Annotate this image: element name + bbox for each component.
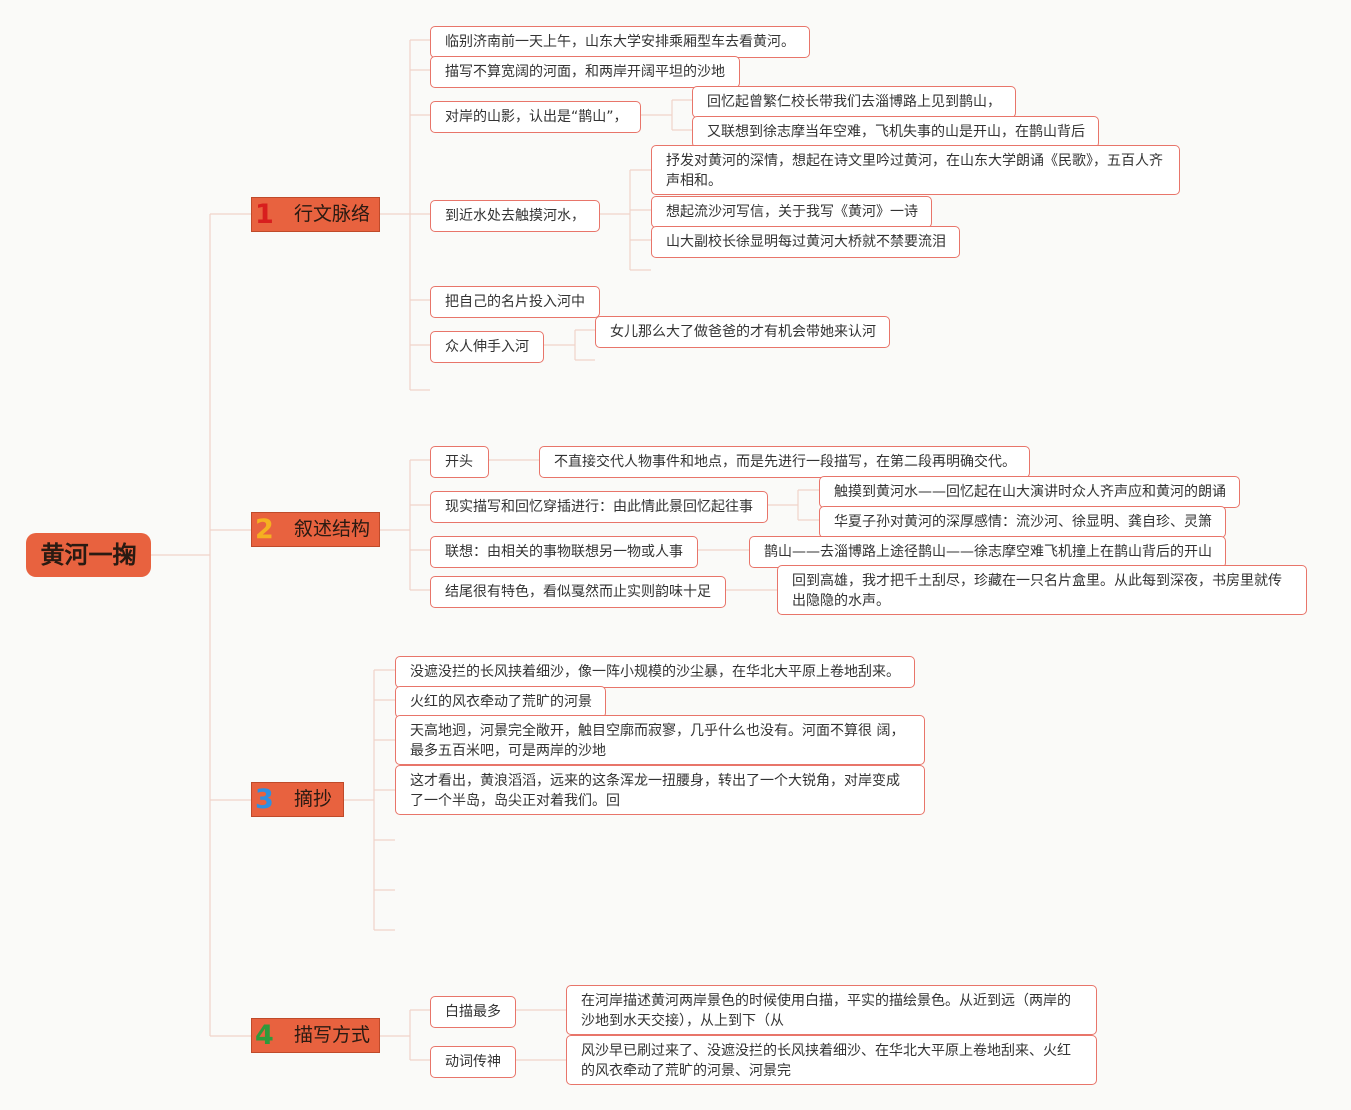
b1-node-4a[interactable]: 抒发对黄河的深情，想起在诗文里吟过黄河，在山东大学朗诵《民歌》，五百人齐声相和。 — [651, 145, 1180, 195]
branch-node-4[interactable]: 4 描写方式 — [251, 1018, 380, 1053]
b4-node-2a[interactable]: 风沙早已刷过来了、没遮没拦的长风挟着细沙、在华北大平原上卷地刮来、火红的风衣牵动… — [566, 1035, 1097, 1085]
b2-node-4[interactable]: 结尾很有特色，看似戛然而止实则韵味十足 — [430, 576, 726, 608]
b3-node-1[interactable]: 没遮没拦的长风挟着细沙，像一阵小规模的沙尘暴，在华北大平原上卷地刮来。 — [395, 656, 915, 688]
b2-node-3[interactable]: 联想：由相关的事物联想另一物或人事 — [430, 536, 698, 568]
b1-node-3b[interactable]: 又联想到徐志摩当年空难，飞机失事的山是开山，在鹊山背后 — [692, 116, 1099, 148]
b1-node-6[interactable]: 众人伸手入河 — [430, 331, 544, 363]
b2-node-2[interactable]: 现实描写和回忆穿插进行：由此情此景回忆起往事 — [430, 491, 768, 523]
branch-label-1: 行文脉络 — [294, 203, 371, 225]
branch-label-4: 描写方式 — [294, 1024, 371, 1046]
branch-node-2[interactable]: 2 叙述结构 — [251, 512, 380, 547]
b1-node-2[interactable]: 描写不算宽阔的河面，和两岸开阔平坦的沙地 — [430, 56, 740, 88]
b1-node-6a[interactable]: 女儿那么大了做爸爸的才有机会带她来认河 — [595, 316, 890, 348]
b2-node-2a[interactable]: 触摸到黄河水——回忆起在山大演讲时众人齐声应和黄河的朗诵 — [819, 476, 1240, 508]
b3-node-3[interactable]: 天高地迥，河景完全敞开，触目空廓而寂寥，几乎什么也没有。河面不算很 阔，最多五百… — [395, 715, 925, 765]
branch-node-1[interactable]: 1 行文脉络 — [251, 197, 380, 232]
branch-number-3: 3 — [255, 784, 274, 815]
b4-node-1[interactable]: 白描最多 — [430, 996, 516, 1028]
branch-number-2: 2 — [255, 514, 274, 545]
branch-number-1: 1 — [255, 199, 274, 230]
branch-label-2: 叙述结构 — [294, 518, 371, 540]
b1-node-1[interactable]: 临别济南前一天上午，山东大学安排乘厢型车去看黄河。 — [430, 26, 810, 58]
b2-node-2b[interactable]: 华夏子孙对黄河的深厚感情：流沙河、徐显明、龚自珍、灵箫 — [819, 506, 1226, 538]
b2-node-1a[interactable]: 不直接交代人物事件和地点，而是先进行一段描写，在第二段再明确交代。 — [539, 446, 1030, 478]
b1-node-3a[interactable]: 回忆起曾繁仁校长带我们去淄博路上见到鹊山， — [692, 86, 1016, 118]
b2-node-1[interactable]: 开头 — [430, 446, 489, 478]
b4-node-1a[interactable]: 在河岸描述黄河两岸景色的时候使用白描，平实的描绘景色。从近到远（两岸的沙地到水天… — [566, 985, 1097, 1035]
branch-label-3: 摘抄 — [294, 788, 333, 810]
b1-node-5[interactable]: 把自己的名片投入河中 — [430, 286, 600, 318]
root-node[interactable]: 黄河一掬 — [26, 533, 151, 577]
branch-node-3[interactable]: 3 摘抄 — [251, 782, 344, 817]
branch-number-4: 4 — [255, 1020, 274, 1051]
b3-node-4[interactable]: 这才看出，黄浪滔滔，远来的这条浑龙一扭腰身，转出了一个大锐角，对岸变成了一个半岛… — [395, 765, 925, 815]
b1-node-4c[interactable]: 山大副校长徐显明每过黄河大桥就不禁要流泪 — [651, 226, 960, 258]
b3-node-2[interactable]: 火红的风衣牵动了荒旷的河景 — [395, 686, 606, 718]
b2-node-3a[interactable]: 鹊山——去淄博路上途径鹊山——徐志摩空难飞机撞上在鹊山背后的开山 — [749, 536, 1226, 568]
b1-node-4[interactable]: 到近水处去触摸河水， — [430, 200, 600, 232]
b1-node-4b[interactable]: 想起流沙河写信，关于我写《黄河》一诗 — [651, 196, 932, 228]
b4-node-2[interactable]: 动词传神 — [430, 1046, 516, 1078]
b2-node-4a[interactable]: 回到高雄，我才把千土刮尽，珍藏在一只名片盒里。从此每到深夜，书房里就传出隐隐的水… — [777, 565, 1307, 615]
b1-node-3[interactable]: 对岸的山影，认出是“鹊山”， — [430, 101, 641, 133]
